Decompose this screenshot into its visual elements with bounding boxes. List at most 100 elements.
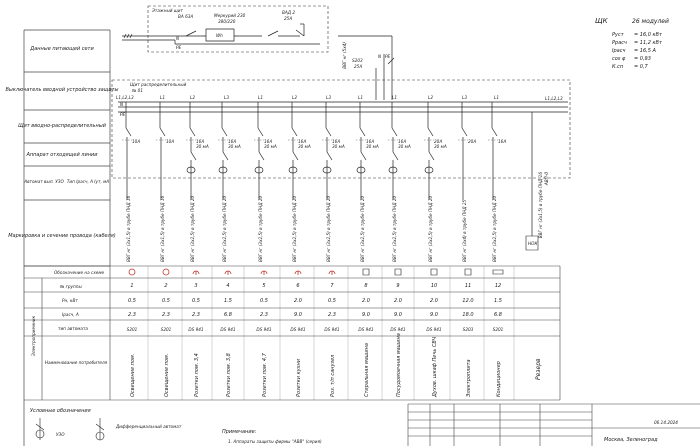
vad-label-2: 25А: [284, 16, 292, 21]
group-rcd-label: 30 мА: [332, 144, 345, 149]
group-device-label: 16А: [228, 139, 236, 144]
bus-right-phase: L1,L2,L3: [545, 96, 563, 101]
dist-panel-number: № 01: [131, 88, 143, 93]
group-number: 12: [495, 283, 501, 289]
lamp-symbol: [163, 269, 169, 275]
group-consumer: Духов. шкаф Печь СВЧ: [432, 336, 438, 398]
group-automat-type: DS 941: [290, 327, 306, 332]
stamp-date: 06.14.2024: [654, 420, 678, 425]
appliance-symbol: [395, 269, 401, 275]
board-name: ЩК: [595, 17, 609, 25]
group-automat-type: S201: [493, 327, 504, 332]
group-current: 6.8: [224, 312, 232, 318]
lamp-symbol: [129, 269, 135, 275]
group-consumer: Стиральная машина: [364, 343, 370, 397]
bus-phase-label: L2: [190, 95, 195, 100]
group-device-label: 16А: [196, 139, 204, 144]
group-number: 8: [364, 283, 367, 289]
group-power: 0.5: [328, 298, 336, 304]
note-title: Примечание:: [222, 429, 257, 435]
group-cable-label: ВВГ нг (3х2,5) в трубе ПНД 20: [258, 195, 263, 262]
group-current: 2.3: [192, 312, 200, 318]
legend-title: Условные обозначения: [30, 408, 91, 414]
distribution-label: Щит вводно-распределительный: [18, 123, 107, 129]
group-rcd-label: 30 мА: [228, 144, 241, 149]
socket-symbol: [329, 271, 335, 275]
group-automat-type: S203: [463, 327, 474, 332]
group-consumer: Розетки пом. 3,8: [226, 353, 232, 397]
board-param-value: = 16,5 А: [634, 48, 657, 54]
bus-phase-label: L1: [160, 95, 165, 100]
stamp-city: Москва, Зеленоград: [604, 437, 658, 443]
board-param-label: cos φ: [612, 56, 626, 62]
group-cable-label: ВВГ нг (3х2,5) в трубе ПНД 20: [428, 195, 433, 262]
board-param-label: К.сп: [612, 64, 624, 70]
group-number: 10: [431, 283, 437, 289]
group-consumer: Кондиционер: [496, 361, 502, 397]
input-protection-label: Выключатель вводной устройство защиты: [5, 87, 118, 93]
meter-label-1: Меркурий 230: [214, 13, 246, 18]
group-power: 0.5: [192, 298, 200, 304]
group-number: 4: [226, 283, 229, 289]
meter-label-2: 380/220: [218, 19, 236, 24]
group-power: 12.0: [462, 298, 473, 304]
appliance-symbol: [465, 269, 471, 275]
group-cable-label: ВВГ нг (3х2,5) в трубе ПНД 20: [492, 195, 497, 262]
group-number: 11: [465, 283, 471, 289]
group-cable-label: ВВГ нг (3х2,5) в трубе ПНД 20: [326, 195, 331, 262]
bus-pe-label: PE: [120, 112, 126, 117]
group-automat-type: DS 941: [188, 327, 204, 332]
group-automat-type: DS 941: [256, 327, 272, 332]
floor-n-label: N: [176, 36, 180, 41]
group-rcd-label: 30 мА: [366, 144, 379, 149]
group-number: 2: [164, 283, 167, 289]
reserve-column: НОК ВВГ нг (3х1,5) в трубе ПНД 16 АВП-0 …: [526, 112, 549, 380]
distribution-panel-frame: [112, 80, 570, 178]
feed-breaker-label: S203: [352, 58, 363, 63]
group-current: 6.8: [494, 312, 502, 318]
group-cable-label: ВВГ нг (3х2,5) в трубе ПНД 20: [360, 195, 365, 262]
feed-n-label: N: [378, 54, 382, 59]
group-consumer: Роз. т/п санузел: [330, 354, 336, 397]
group-power: 0.5: [128, 298, 136, 304]
board-modules: 26 модулей: [632, 18, 669, 25]
automat-label: Автомат вып. УЗО: [23, 179, 64, 184]
bus-phase-label: L3: [326, 95, 331, 100]
board-param-value: = 0,7: [634, 64, 649, 70]
meter-symbol: Wh: [216, 33, 223, 38]
busbars: [118, 102, 568, 112]
network-label: Данные питающей сети: [29, 46, 94, 52]
group-automat-type: DS 941: [390, 327, 406, 332]
board-param-value: = 0,93: [634, 56, 651, 62]
reserve-box: [526, 236, 538, 250]
group-power: 0.5: [162, 298, 170, 304]
type-label: Тип Iрасч, А Iут, мА: [67, 179, 109, 184]
group-current: 9.0: [430, 312, 438, 318]
group-automat-type: DS 941: [358, 327, 374, 332]
group-consumer: Электроплита: [466, 359, 472, 398]
group-no-label: № группы: [59, 284, 82, 289]
group-current: 2.3: [162, 312, 170, 318]
group-automat-type: DS 941: [220, 327, 236, 332]
vad-label-1: ВАД 2: [282, 10, 295, 15]
group-device-label: 16А: [332, 139, 340, 144]
bus-phase-label: L1: [392, 95, 397, 100]
group-rcd-label: 30 мА: [264, 144, 277, 149]
legend: Условные обозначения УЗО Дифференциальны…: [30, 408, 322, 444]
bus-phase-label: L2: [292, 95, 297, 100]
socket-symbol: [225, 271, 231, 275]
group-consumer: Освещение пом.: [164, 354, 170, 397]
power-label: Рн, кВт: [62, 298, 78, 303]
group-cable-label: ВВГ нг (3х2,5) в трубе ПНД 20: [222, 195, 227, 262]
board-param-value: = 16,0 кВт: [634, 32, 663, 38]
reserve-code: АВП-0: [544, 172, 549, 186]
group-consumer: Освещение пом.: [130, 354, 136, 397]
